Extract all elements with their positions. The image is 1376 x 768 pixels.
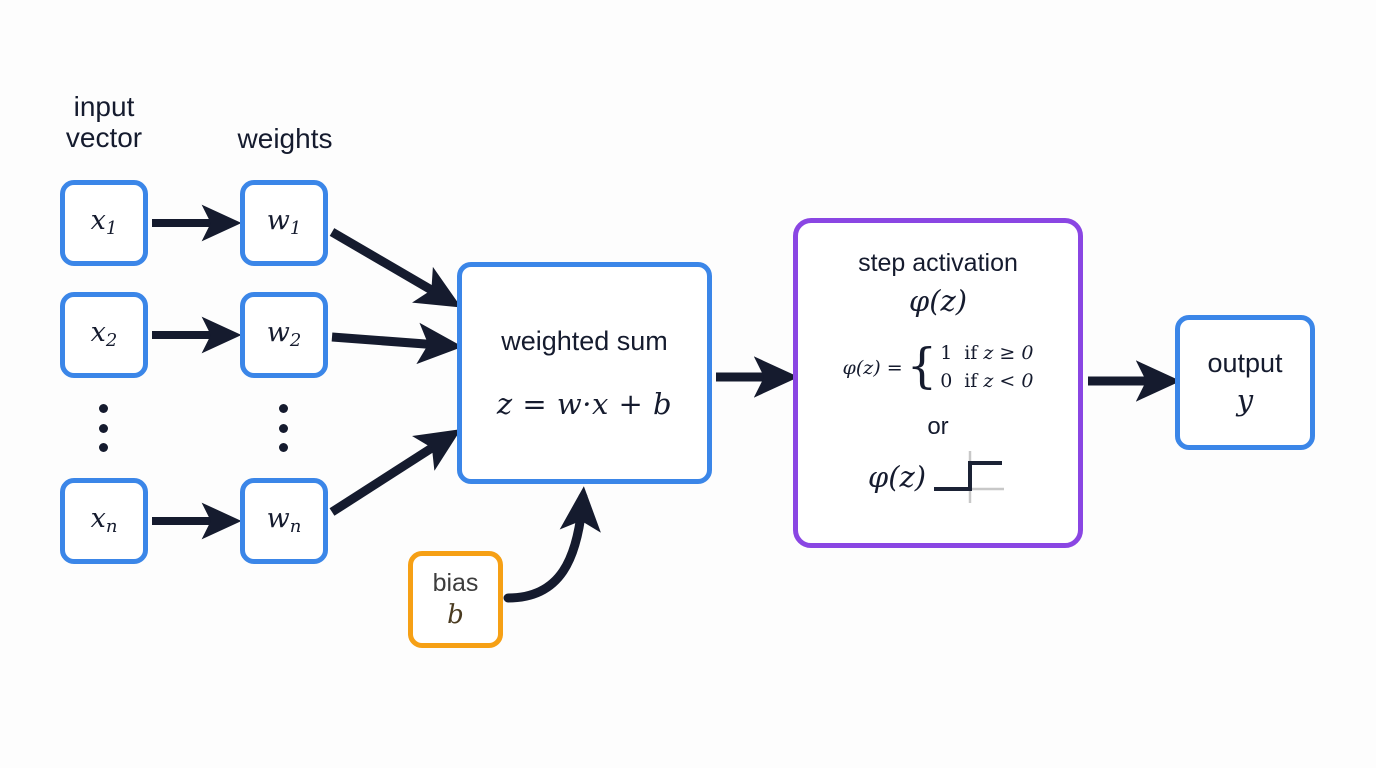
edge-w1-to-sum [329, 228, 462, 308]
edge-bias-to-sum [503, 486, 601, 603]
piecewise-case-1: 1 if z ≥ 0 [940, 340, 1033, 368]
weight-label-w2: w2 [266, 317, 302, 352]
input-box-xn[interactable]: xn [60, 478, 148, 564]
weighted-sum-box[interactable]: weighted sum z = w·x + b [457, 262, 712, 484]
bias-box[interactable]: bias b [408, 551, 503, 648]
input-box-x1[interactable]: x1 [60, 180, 148, 266]
piecewise-case-2-value: 0 [940, 369, 953, 392]
bias-title: bias [432, 569, 479, 597]
left-brace-icon: { [906, 337, 938, 394]
piecewise-lhs: φ(z) = [842, 356, 903, 379]
step-activation-phi: φ(z) [908, 284, 968, 318]
weight-ellipsis-icon [279, 404, 288, 452]
weight-box-wn[interactable]: wn [240, 478, 328, 564]
output-box[interactable]: output y [1175, 315, 1315, 450]
weight-box-w1[interactable]: w1 [240, 180, 328, 266]
edge-w2-to-sum [331, 322, 463, 365]
bias-math: b [447, 600, 464, 630]
step-plot-label: φ(z) [867, 460, 927, 495]
weighted-sum-title: weighted sum [501, 325, 668, 356]
edge-wn-to-sum [329, 429, 462, 516]
piecewise-definition: φ(z) = { 1 if z ≥ 0 0 if z < 0 [843, 340, 1034, 395]
piecewise-cases: 1 if z ≥ 0 0 if z < 0 [940, 340, 1033, 395]
input-label-xn: xn [90, 503, 118, 538]
or-label: or [927, 413, 949, 441]
input-label-x2: x2 [90, 317, 118, 352]
input-box-x2[interactable]: x2 [60, 292, 148, 378]
heading-weights: weights [237, 123, 333, 154]
output-math: y [1236, 383, 1254, 417]
step-activation-box[interactable]: step activation φ(z) φ(z) = { 1 if z ≥ 0… [793, 218, 1083, 548]
piecewise-case-1-value: 1 [940, 342, 953, 364]
piecewise-case-1-condition: if z ≥ 0 [964, 342, 1034, 364]
weight-box-w2[interactable]: w2 [240, 292, 328, 378]
heading-input-vector: input vector [65, 91, 143, 153]
input-label-x1: x1 [90, 205, 118, 240]
step-plot-row: φ(z) [868, 449, 1008, 505]
piecewise-case-2-condition: if z < 0 [964, 369, 1034, 392]
input-ellipsis-icon [99, 404, 108, 452]
weighted-sum-formula: z = w·x + b [496, 386, 673, 421]
weight-label-w1: w1 [266, 205, 302, 240]
step-function-icon [932, 449, 1008, 505]
piecewise-case-2: 0 if z < 0 [940, 368, 1033, 396]
weight-label-wn: wn [266, 503, 302, 538]
step-activation-title: step activation [858, 249, 1018, 277]
output-title: output [1207, 348, 1283, 378]
